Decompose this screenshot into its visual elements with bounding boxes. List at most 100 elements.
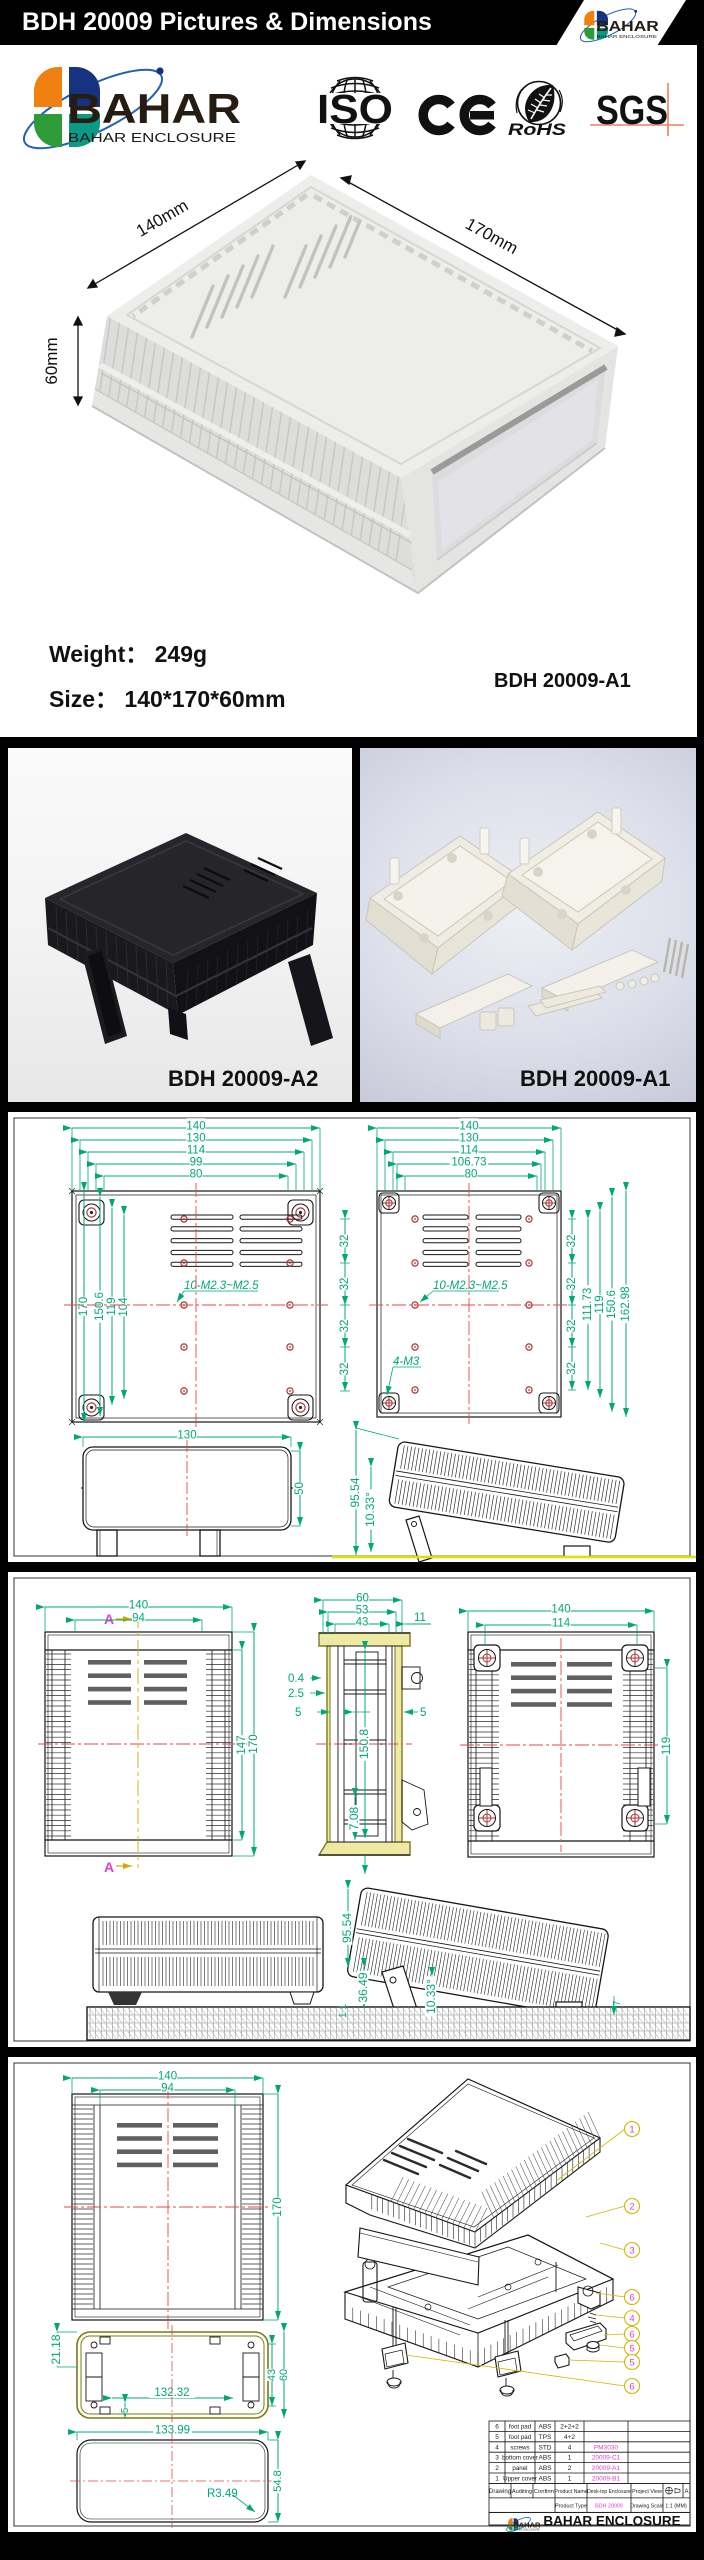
svg-text:BAHAR: BAHAR [67,85,241,132]
svg-text:80: 80 [465,1169,478,1181]
svg-text:133.99: 133.99 [155,2425,190,2437]
svg-text:60: 60 [278,2369,290,2381]
svg-text:5: 5 [495,2434,499,2441]
svg-text:114: 114 [552,1618,571,1630]
svg-text:foot pad: foot pad [509,2424,532,2431]
svg-text:ISO: ISO [317,86,393,132]
svg-text:BDH 20009: BDH 20009 [595,2503,623,2509]
svg-text:119: 119 [661,1737,673,1755]
svg-text:32: 32 [339,1320,351,1333]
svg-text:43: 43 [266,2369,278,2381]
svg-text:50: 50 [294,1482,306,1495]
svg-text:170: 170 [248,1734,260,1753]
svg-text:BAHAR: BAHAR [596,18,659,35]
svg-text:43: 43 [356,1617,369,1629]
svg-text:3: 3 [495,2455,499,2462]
svg-text:119: 119 [106,1297,118,1315]
svg-text:94: 94 [132,1613,145,1625]
svg-text:Product Name: Product Name [554,2489,587,2495]
svg-text:foot pad: foot pad [509,2434,532,2441]
svg-text:2+2+2: 2+2+2 [560,2424,579,2431]
svg-text:94: 94 [161,2083,174,2095]
svg-text:111.73: 111.73 [582,1288,594,1321]
svg-text:162.98: 162.98 [620,1286,632,1321]
svg-text:32: 32 [339,1278,351,1291]
svg-text:3: 3 [629,2246,634,2257]
svg-text:1 1: 1 1 [338,2004,349,2018]
svg-text:21.18: 21.18 [49,2334,63,2364]
svg-text:20009-A1: 20009-A1 [592,2465,621,2472]
svg-text:4-M3: 4-M3 [393,1356,420,1368]
svg-text:114: 114 [187,1145,206,1157]
svg-text:0.4: 0.4 [288,1673,305,1685]
svg-text:60mm: 60mm [42,337,61,384]
svg-text:5: 5 [629,2358,634,2369]
svg-text:STD: STD [539,2444,552,2451]
svg-text:BAHAR ENCLOSURE: BAHAR ENCLOSURE [68,130,236,145]
svg-text:RoHS: RoHS [508,120,567,139]
svg-text:20009-B1: 20009-B1 [592,2476,621,2483]
svg-text:36.49: 36.49 [356,1972,370,2002]
svg-text:1: 1 [629,2125,634,2136]
svg-text:32: 32 [339,1235,351,1248]
svg-text:32: 32 [566,1362,578,1375]
svg-text:6: 6 [629,2293,634,2304]
svg-text:130: 130 [459,1133,478,1145]
svg-text:6: 6 [629,2382,634,2393]
svg-text:4: 4 [568,2444,572,2451]
svg-text:1:1 (MM): 1:1 (MM) [665,2503,687,2509]
svg-text:bottom cover: bottom cover [502,2455,538,2462]
svg-text:5: 5 [629,2344,634,2355]
svg-text:10-M2.3~M2.5: 10-M2.3~M2.5 [184,1280,259,1292]
svg-text:2: 2 [568,2465,572,2472]
svg-text:54.8: 54.8 [272,2470,284,2491]
svg-text:R3.49: R3.49 [207,2488,238,2500]
svg-text:10-M2.3~M2.5: 10-M2.3~M2.5 [433,1280,508,1292]
svg-text:A: A [104,1859,114,1875]
svg-text:32: 32 [566,1320,578,1333]
svg-text:ABS: ABS [538,2476,552,2483]
svg-text:32: 32 [339,1363,351,1376]
svg-text:130: 130 [177,1430,196,1442]
svg-text:95.54: 95.54 [340,1913,354,1943]
svg-text:TPS: TPS [539,2434,552,2441]
svg-text:2: 2 [495,2465,499,2472]
svg-text:140: 140 [129,1600,148,1612]
svg-text:170: 170 [272,2197,284,2216]
svg-text:6: 6 [495,2424,499,2431]
svg-text:80: 80 [190,1169,203,1181]
svg-text:4: 4 [495,2444,499,2451]
svg-text:BAHAR ENCLOSURE: BAHAR ENCLOSURE [543,2513,680,2528]
svg-text:95.54: 95.54 [348,1477,362,1507]
svg-text:53: 53 [356,1605,369,1617]
svg-text:BAHAR ENCLOSURE: BAHAR ENCLOSURE [514,2529,541,2532]
svg-text:5: 5 [120,2407,131,2413]
svg-text:1: 1 [495,2476,499,2483]
svg-text:A: A [104,1611,114,1627]
svg-text:Drawing: Drawing [489,2489,511,2495]
svg-text:60: 60 [356,1593,369,1605]
svg-text:SGS: SGS [596,87,668,133]
svg-text:7.08: 7.08 [347,1806,361,1830]
svg-text:150.8: 150.8 [357,1729,371,1759]
svg-text:Auditing: Auditing [512,2489,532,2495]
svg-text:10.33°: 10.33° [424,1979,438,2014]
svg-text:119: 119 [594,1295,606,1313]
svg-text:Project View: Project View [632,2489,662,2495]
svg-text:150.6: 150.6 [606,1290,618,1319]
svg-text:140: 140 [186,1121,205,1133]
svg-text:140: 140 [158,2071,177,2083]
svg-text:5: 5 [295,1707,301,1719]
svg-text:150.6: 150.6 [94,1292,106,1321]
svg-text:4+2: 4+2 [564,2434,575,2441]
svg-text:Confirm: Confirm [534,2489,554,2495]
svg-text:Upper cover: Upper cover [503,2476,537,2483]
svg-text:140: 140 [551,1604,570,1616]
svg-text:11: 11 [414,1612,426,1624]
svg-text:170mm: 170mm [462,214,521,258]
svg-text:PM3030: PM3030 [594,2444,619,2451]
svg-text:BAHAR ENCLOSURE: BAHAR ENCLOSURE [596,34,656,39]
svg-text:screws: screws [510,2444,529,2451]
svg-text:130: 130 [186,1133,205,1145]
svg-text:Desk-top Enclosure: Desk-top Enclosure [587,2489,631,2495]
